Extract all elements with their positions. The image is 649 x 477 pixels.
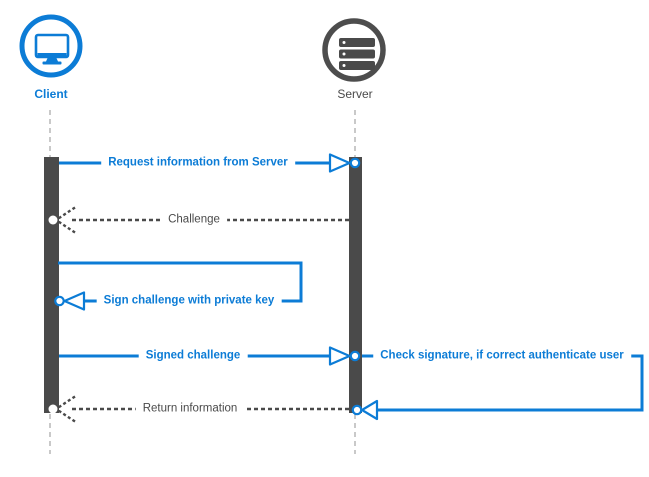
msg3-endpoint-circle [54,295,65,307]
msg6-endpoint-circle [48,404,58,414]
msg3-arrowhead-icon [63,291,86,311]
server-activation-bar [349,157,362,413]
message-label-check-signature: Check signature, if correct authenticate… [373,349,631,363]
message-label-challenge: Challenge [161,213,227,227]
msg2-arrowhead-lower-icon [55,218,76,234]
message-label-return-information: Return information [135,402,245,416]
client-actor [19,14,83,78]
message-label-sign-challenge: Sign challenge with private key [96,294,282,308]
msg2-arrowhead-upper-icon [55,206,76,222]
msg1-endpoint-circle [349,157,361,169]
msg5-endpoint-circle [351,404,363,416]
msg5-self-loop [362,354,644,412]
message-label-signed-challenge: Signed challenge [138,349,248,363]
msg6-arrowhead-upper-icon [55,395,76,411]
monitor-icon [34,33,70,65]
msg2-endpoint-circle [48,215,58,225]
server-stack-icon [339,38,375,70]
server-actor [322,18,386,82]
actor-label-server: Server [337,87,373,101]
msg4-arrowhead-icon [328,346,351,366]
msg1-arrowhead-icon [328,153,351,173]
message-label-request-information: Request information from Server [101,156,295,170]
msg6-arrowhead-lower-icon [55,407,76,423]
actor-label-client: Client [34,87,68,101]
msg4-endpoint-circle [349,350,361,362]
msg5-arrowhead-icon [360,399,379,421]
client-activation-bar [44,157,59,413]
